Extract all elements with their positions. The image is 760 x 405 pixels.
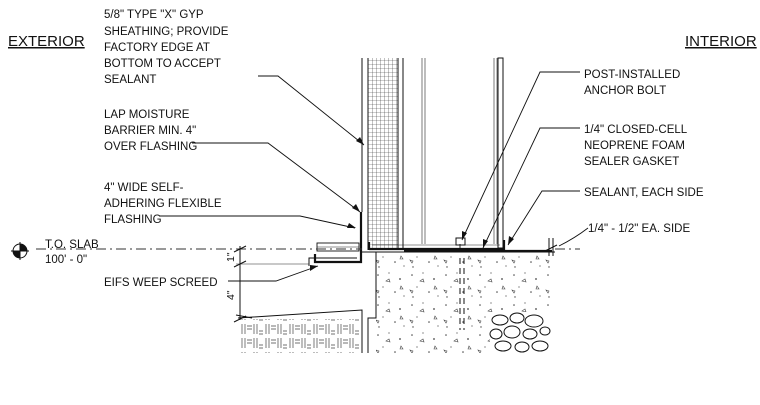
soil-hatch (240, 319, 360, 353)
svg-text:OVER FLASHING: OVER FLASHING (104, 141, 197, 153)
callout-weep-screed: EIFS WEEP SCREED (104, 265, 319, 289)
weep-screed (308, 242, 360, 266)
svg-text:SHEATHING; PROVIDE: SHEATHING; PROVIDE (104, 26, 229, 38)
exterior-grade (237, 309, 363, 353)
interior-heading: INTERIOR (685, 33, 757, 50)
wall-assembly (361, 57, 506, 251)
svg-text:SEALANT: SEALANT (104, 74, 156, 86)
callout-anchor-bolt: POST-INSTALLED ANCHOR BOLT (461, 69, 680, 241)
svg-text:POST-INSTALLED: POST-INSTALLED (584, 69, 680, 81)
svg-text:4": 4" (225, 290, 237, 300)
callout-sealant: SEALANT, EACH SIDE (507, 187, 704, 246)
svg-text:BOTTOM TO ACCEPT: BOTTOM TO ACCEPT (104, 58, 221, 70)
svg-text:NEOPRENE FOAM: NEOPRENE FOAM (584, 140, 685, 152)
callout-flexible-flashing: 4" WIDE SELF- ADHERING FLEXIBLE FLASHING (104, 182, 356, 229)
callout-gap: 1/4" - 1/2" EA. SIDE (588, 223, 690, 235)
svg-text:1": 1" (225, 252, 237, 262)
flexible-flashing (313, 212, 363, 264)
callout-moisture-barrier: LAP MOISTURE BARRIER MIN. 4" OVER FLASHI… (104, 109, 361, 213)
svg-text:1/4" - 1/2" EA. SIDE: 1/4" - 1/2" EA. SIDE (588, 223, 690, 235)
dimension-4-inch: 4" (225, 267, 247, 323)
level-elevation: 100' - 0" (45, 254, 87, 266)
svg-text:4" WIDE SELF-: 4" WIDE SELF- (104, 182, 184, 194)
svg-text:FACTORY EDGE AT: FACTORY EDGE AT (104, 42, 210, 54)
level-name: T.O. SLAB (45, 239, 99, 251)
svg-text:FLASHING: FLASHING (104, 214, 162, 226)
svg-text:ADHERING FLEXIBLE: ADHERING FLEXIBLE (104, 198, 222, 210)
svg-text:BARRIER MIN. 4": BARRIER MIN. 4" (104, 125, 196, 137)
svg-text:ANCHOR BOLT: ANCHOR BOLT (584, 85, 666, 97)
dimension-1-inch: 1" (225, 245, 309, 268)
callout-gasket: 1/4" CLOSED-CELL NEOPRENE FOAM SEALER GA… (482, 124, 688, 249)
svg-text:LAP MOISTURE: LAP MOISTURE (104, 109, 190, 121)
callout-gyp-sheathing: 5/8" TYPE "X" GYP SHEATHING; PROVIDE FAC… (104, 9, 365, 146)
svg-text:1/4" CLOSED-CELL: 1/4" CLOSED-CELL (584, 124, 688, 136)
svg-text:SEALANT, EACH SIDE: SEALANT, EACH SIDE (584, 187, 704, 199)
gypsum-sheathing (368, 58, 398, 250)
anchor-bolt (455, 237, 466, 330)
level-marker-icon (11, 242, 29, 260)
svg-text:SEALER GASKET: SEALER GASKET (584, 156, 679, 168)
gap-dimension (544, 227, 589, 256)
exterior-heading: EXTERIOR (8, 33, 85, 50)
gravel-base (489, 312, 551, 354)
svg-text:EIFS WEEP SCREED: EIFS WEEP SCREED (104, 277, 218, 289)
svg-text:5/8" TYPE "X" GYP: 5/8" TYPE "X" GYP (104, 9, 204, 21)
